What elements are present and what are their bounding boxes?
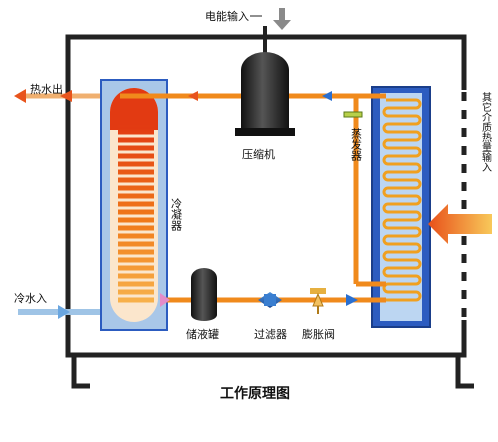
flow-arrows xyxy=(14,89,358,319)
label-heat-input: 其它介质热量输入 xyxy=(480,92,492,172)
heat-input-arrow-icon xyxy=(428,204,492,244)
evaporator-coil xyxy=(382,98,422,302)
label-expansion-valve: 膨胀阀 xyxy=(302,327,335,341)
label-condenser: 冷凝器 xyxy=(170,198,183,232)
label-filter: 过滤器 xyxy=(254,328,287,341)
refrigerant-circuit xyxy=(120,93,386,303)
label-compressor: 压缩机 xyxy=(242,147,275,161)
condenser xyxy=(100,79,168,331)
diagram-title: 工作原理图 xyxy=(220,385,290,402)
label-evaporator: 蒸发器 xyxy=(350,128,363,162)
flow-arrow-icon xyxy=(160,293,170,307)
flow-arrow-icon xyxy=(188,91,198,101)
flow-arrow-icon xyxy=(60,90,72,102)
hot-water-arrow-icon xyxy=(14,89,26,103)
flow-arrow-icon xyxy=(322,91,332,101)
filter-icon xyxy=(258,292,282,308)
labels: 电能输入 热水出 冷水入 压缩机 储液罐 过滤器 膨胀阀 工作原理图 xyxy=(14,9,335,402)
flow-arrow-icon xyxy=(346,294,358,306)
condenser-coil xyxy=(118,121,154,303)
evaporator xyxy=(371,86,431,328)
receiver-tank-icon xyxy=(191,268,217,321)
label-power-input: 电能输入 xyxy=(205,9,249,23)
sensor-stub xyxy=(343,111,363,118)
label-cold-water-in: 冷水入 xyxy=(14,292,47,305)
cold-water-arrow-icon xyxy=(58,305,70,319)
expansion-valve-icon xyxy=(310,288,326,314)
compressor-icon xyxy=(235,26,295,136)
heat-input-opening xyxy=(458,90,472,320)
label-hot-water-out: 热水出 xyxy=(30,82,63,96)
power-input-arrow-icon xyxy=(273,8,291,30)
label-receiver: 储液罐 xyxy=(186,327,219,341)
